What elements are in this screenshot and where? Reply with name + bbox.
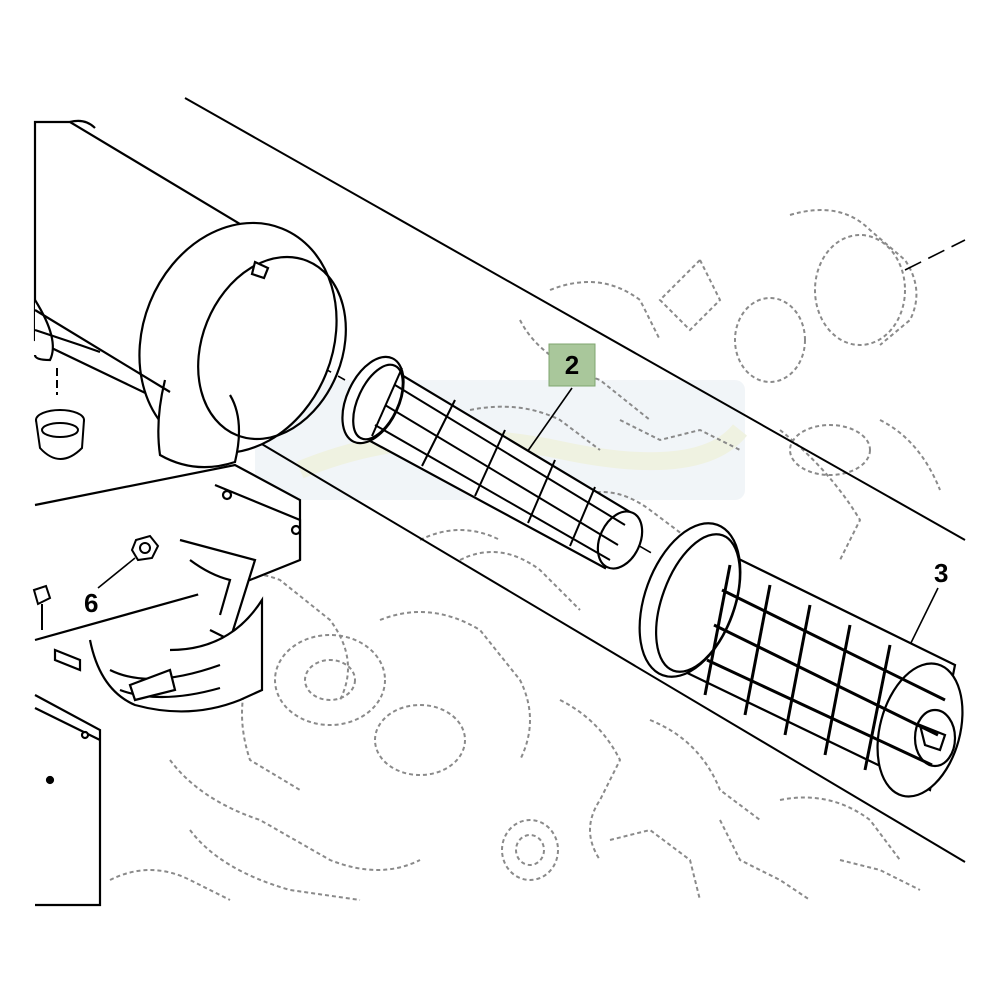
frame-lines — [184, 97, 966, 863]
filter-housing — [33, 119, 347, 469]
inner-filter-element — [341, 355, 644, 570]
outlet-fitting — [35, 368, 85, 460]
callout-3[interactable]: 3 — [934, 558, 949, 588]
callout-6[interactable]: 6 — [84, 588, 99, 618]
bolt-item-6 — [130, 534, 160, 562]
outer-filter-element — [638, 522, 964, 798]
frame-rail — [34, 694, 102, 907]
callout-2[interactable]: 2 — [564, 350, 580, 380]
mounting-bracket — [34, 463, 302, 713]
callout-2-highlight — [548, 343, 596, 387]
rail-bolt — [32, 584, 52, 630]
engine-ghost-outline — [109, 209, 941, 901]
